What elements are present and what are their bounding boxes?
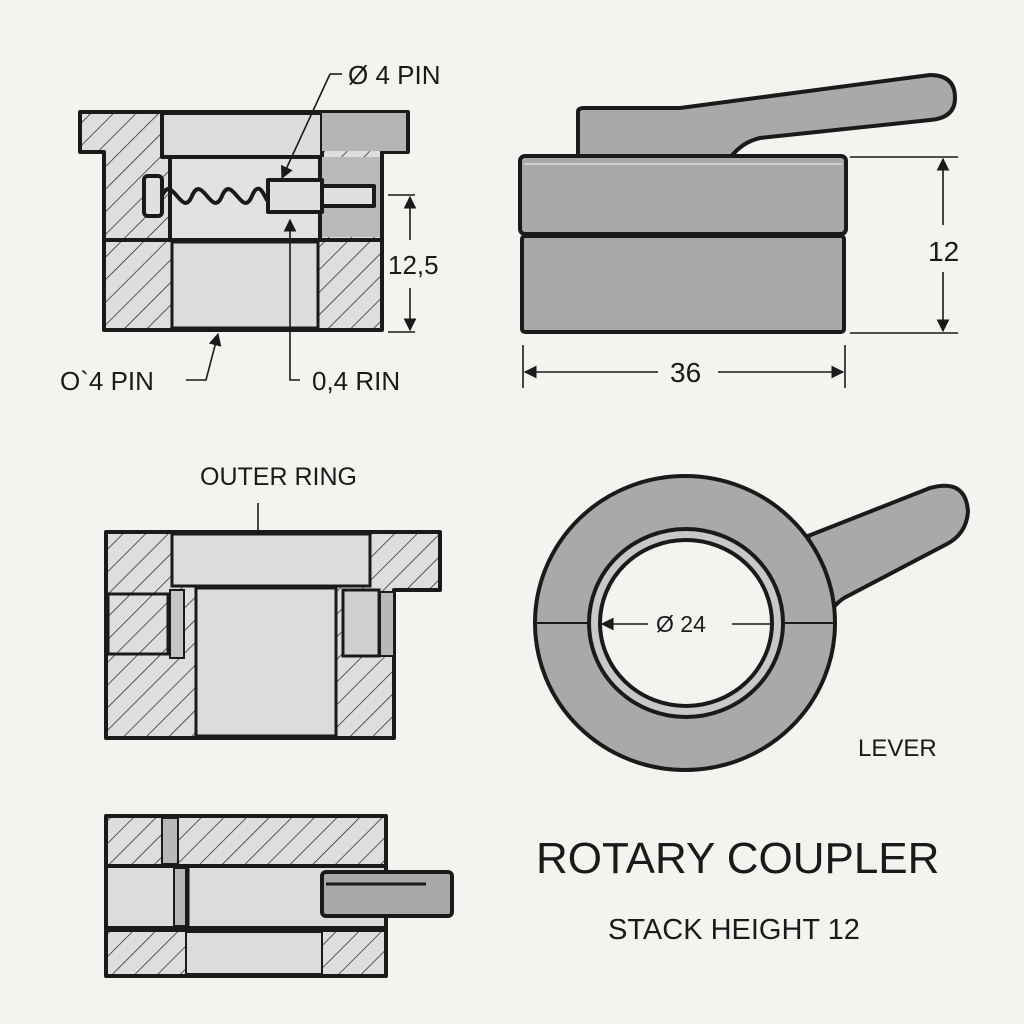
pin-head [142,174,164,218]
dim-height-12-5: 12,5 [388,250,439,280]
plan-view: Ø 24 LEVER [533,474,970,772]
section-view-middle: OUTER RING [104,463,442,740]
lower-bore [170,240,320,330]
outer-ring-bore [194,586,338,738]
label-lever: LEVER [858,735,937,762]
left-shim [169,589,185,659]
spring-icon [160,186,272,205]
right-insert [341,588,381,658]
key-pin [320,870,454,918]
callout-pin-bottom-left: O`4 PIN [60,366,154,396]
lever-handle [576,73,957,160]
upper-bore [160,111,324,159]
drawing-subtitle: STACK HEIGHT 12 [608,914,860,946]
lower-ring [520,234,846,334]
drawing-title: ROTARY COUPLER [536,834,939,883]
callout-pin-bottom-right: 0,4 RIN [312,366,400,396]
section-view-bottom [104,814,454,978]
dim-bore-24: Ø 24 [656,611,706,637]
side-view: 12 36 [518,73,959,388]
outer-ring-top-bore [170,532,372,588]
upper-ring [518,154,848,236]
dim-height-12: 12 [928,236,959,267]
right-upper-block [322,113,406,151]
callout-pin-top: Ø 4 PIN [348,60,440,90]
pin-shaft [266,178,324,214]
left-insert [106,592,170,656]
right-shim [379,591,395,657]
pin-tip [320,184,376,208]
bore [598,538,774,708]
top-plate [104,814,388,868]
label-outer-ring: OUTER RING [200,463,357,491]
dim-width-36: 36 [670,357,701,388]
section-view-top: Ø 4 PIN O`4 PIN 0,4 RIN 12,5 [60,60,440,396]
